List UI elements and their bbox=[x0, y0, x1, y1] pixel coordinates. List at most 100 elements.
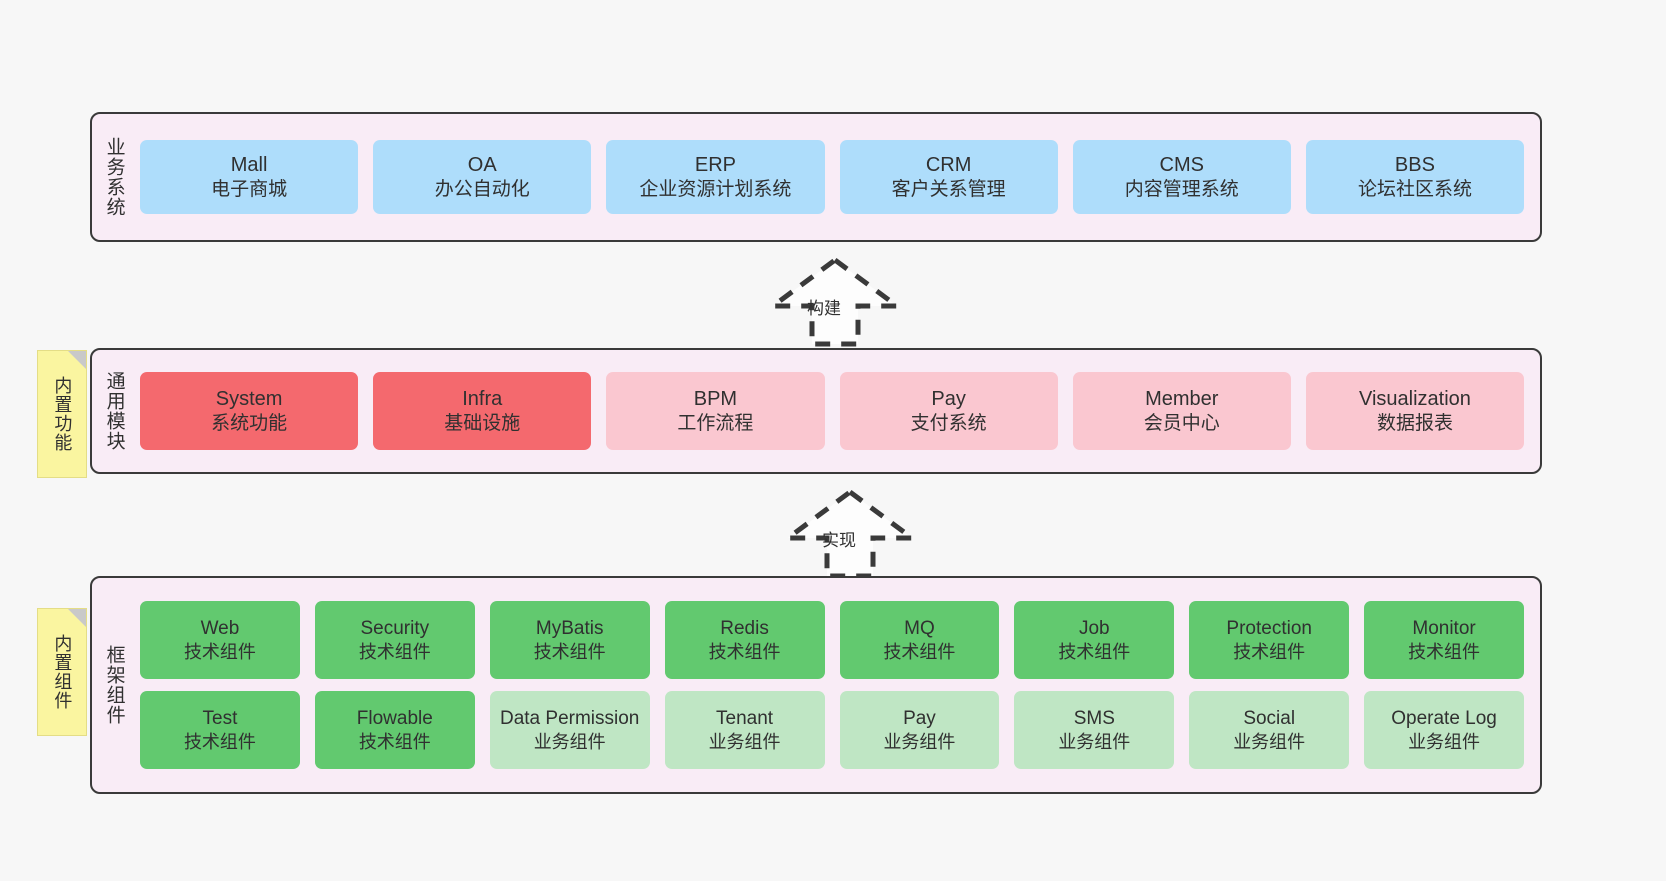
card-subtitle: 电子商城 bbox=[211, 178, 288, 200]
card-title: SMS bbox=[1073, 708, 1115, 730]
section-label-business-systems: 业务系统 bbox=[103, 137, 125, 217]
card-subtitle: 工作流程 bbox=[677, 412, 754, 434]
card-subtitle: 系统功能 bbox=[211, 412, 288, 434]
card-subtitle: 办公自动化 bbox=[434, 178, 530, 200]
sticky-note-builtin-components: 内置组件 bbox=[37, 608, 87, 736]
card-subtitle: 支付系统 bbox=[910, 412, 987, 434]
card-subtitle: 业务组件 bbox=[708, 731, 781, 752]
card-title: Operate Log bbox=[1391, 708, 1497, 730]
sticky-note-builtin-components-label: 内置组件 bbox=[52, 634, 73, 710]
card-subtitle: 技术组件 bbox=[358, 731, 431, 752]
card-subtitle: 论坛社区系统 bbox=[1357, 178, 1472, 200]
arrow-build-shape bbox=[765, 256, 905, 347]
page-fold-icon bbox=[68, 609, 86, 627]
card-subtitle: 数据报表 bbox=[1376, 412, 1453, 434]
card-title: Web bbox=[200, 618, 240, 640]
card-title: Test bbox=[202, 708, 238, 730]
card-title: Pay bbox=[903, 708, 936, 730]
card-title: ERP bbox=[694, 153, 736, 176]
card-subtitle: 业务组件 bbox=[1233, 731, 1306, 752]
sticky-note-builtin-functions-label: 内置功能 bbox=[52, 376, 73, 452]
card-subtitle: 技术组件 bbox=[883, 641, 956, 662]
card-title: Member bbox=[1145, 387, 1219, 410]
card-title: Job bbox=[1078, 618, 1110, 640]
card-subtitle: 客户关系管理 bbox=[891, 178, 1006, 200]
card-title: System bbox=[215, 387, 283, 410]
card-title: MQ bbox=[904, 618, 935, 640]
section-label-framework-components: 框架组件 bbox=[103, 645, 125, 725]
card-title: OA bbox=[467, 153, 497, 176]
card-title: Redis bbox=[720, 618, 769, 640]
card-subtitle: 技术组件 bbox=[358, 641, 431, 662]
card-subtitle: 业务组件 bbox=[533, 731, 606, 752]
card-subtitle: 技术组件 bbox=[708, 641, 781, 662]
card-title: Protection bbox=[1226, 618, 1312, 640]
card-title: Monitor bbox=[1412, 618, 1476, 640]
card-subtitle: 企业资源计划系统 bbox=[639, 178, 792, 200]
sticky-note-builtin-functions: 内置功能 bbox=[37, 350, 87, 478]
arrow-implement: 实现 bbox=[760, 488, 940, 580]
card-subtitle: 会员中心 bbox=[1143, 412, 1220, 434]
card-title: Pay bbox=[931, 387, 966, 410]
card-title: BBS bbox=[1394, 153, 1435, 176]
card-subtitle: 技术组件 bbox=[1233, 641, 1306, 662]
card-subtitle: 技术组件 bbox=[533, 641, 606, 662]
card-title: Social bbox=[1243, 708, 1296, 730]
card-subtitle: 技术组件 bbox=[1058, 641, 1131, 662]
page-fold-icon bbox=[68, 351, 86, 369]
card-title: CMS bbox=[1159, 153, 1204, 176]
card-subtitle: 业务组件 bbox=[1408, 731, 1481, 752]
card-subtitle: 技术组件 bbox=[1408, 641, 1481, 662]
card-title: CRM bbox=[925, 153, 972, 176]
card-subtitle: 技术组件 bbox=[183, 641, 256, 662]
card-title: Data Permission bbox=[499, 708, 640, 730]
card-title: Tenant bbox=[716, 708, 774, 730]
card-title: Flowable bbox=[356, 708, 433, 730]
card-subtitle: 内容管理系统 bbox=[1124, 178, 1239, 200]
arrow-build: 构建 bbox=[745, 256, 925, 348]
card-title: Infra bbox=[462, 387, 503, 410]
arrow-implement-shape bbox=[780, 488, 920, 579]
arrow-build-label: 构建 bbox=[807, 299, 841, 318]
card-title: Visualization bbox=[1358, 387, 1471, 410]
